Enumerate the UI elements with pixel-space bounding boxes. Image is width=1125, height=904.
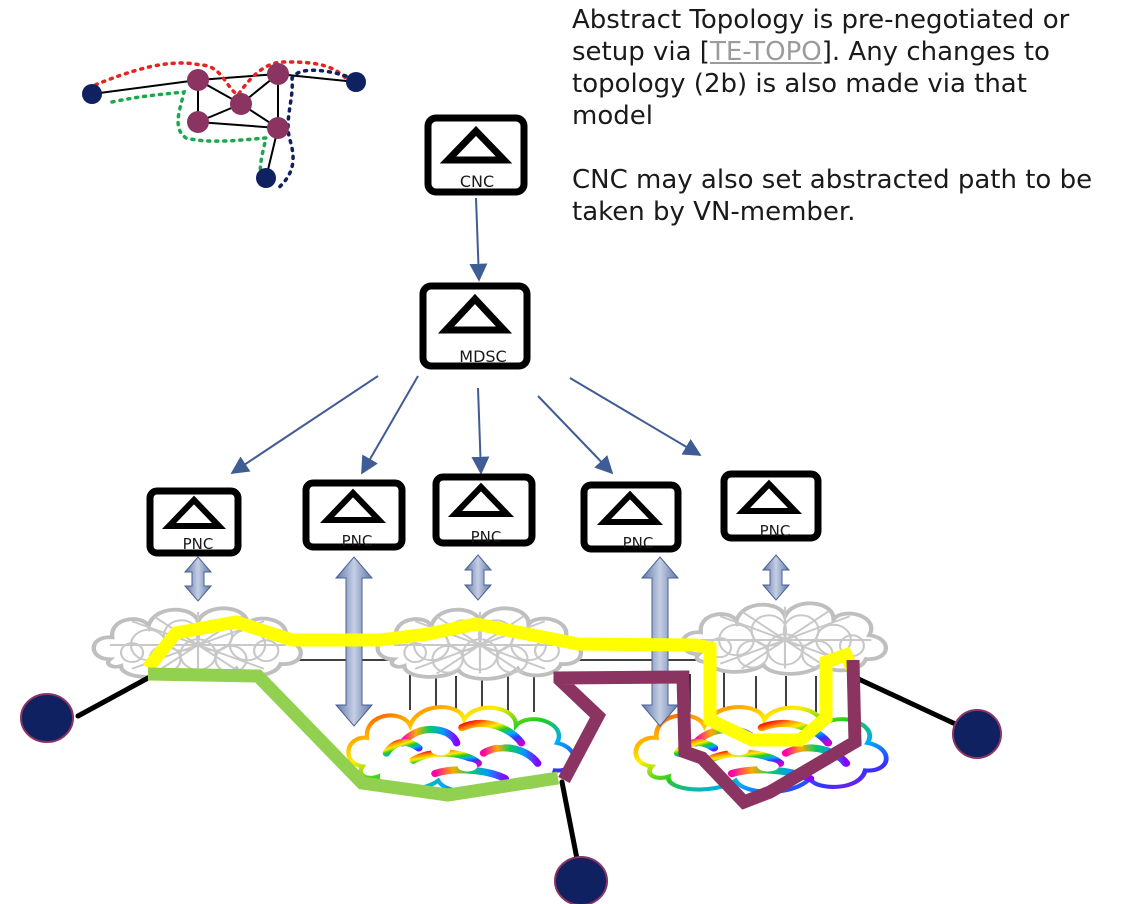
mini-topology [82,60,366,192]
pnc-controller: PNC [720,470,822,542]
cnc-controller: CNC [424,114,528,196]
mdsc-label: MDSC [459,347,506,366]
pnc-controller: PNC [302,479,406,551]
description-text-part: ]. Any changes to topology (2b) is also … [572,37,1050,131]
mdsc-to-pnc-arrow [569,377,702,456]
description-paragraph-1: Abstract Topology is pre-negotiated or s… [572,4,1112,132]
mini-core-node [267,63,289,85]
description-paragraph-2: CNC may also set abstracted path to be t… [572,165,1093,227]
pnc-controller: PNC [432,473,536,547]
control-arrows [230,197,702,475]
mini-core-node [187,111,209,133]
description-text-part: Abstract Topology is pre-negotiated or s… [572,5,1070,67]
pnc-label: PNC [342,532,373,550]
mdsc-to-pnc-arrow [471,387,490,475]
controller-triangle-icon [596,490,664,525]
controller-triangle-icon [161,495,227,529]
packet-domain-cloud [94,608,301,679]
blue-dotted-route [274,68,348,192]
pnc-label: PNC [623,534,654,552]
controller-triangle-icon [447,482,515,517]
green-path [147,667,559,802]
mdsc-to-pnc-arrow [361,375,419,475]
mini-topology-links [91,73,357,179]
te-topo-link[interactable]: TE-TOPO [709,37,822,67]
mini-core-node [230,93,252,115]
pnc-label: PNC [183,535,214,553]
pnc-label: PNC [471,528,502,546]
mdsc-to-pnc-arrow [230,375,379,474]
yellow-path [142,615,858,747]
pnc-domain-link [463,554,493,601]
controller-triangle-icon [319,488,387,523]
pnc-controller: PNC [580,481,682,553]
mdsc-to-pnc-arrow [537,395,614,475]
endpoint-node [554,856,608,904]
endpoint-node [20,693,74,743]
controller-triangle-icon [437,293,513,334]
mini-core-node [187,69,209,91]
cnc-label: CNC [460,172,494,191]
mdsc-controller: MDSC [419,282,531,370]
mini-endpoint-node [346,72,366,92]
purple-path [553,659,862,810]
description-text: Abstract Topology is pre-negotiated or s… [572,4,1112,228]
mini-endpoint-node [256,168,276,188]
green-dotted-route [110,90,269,184]
endpoint-node [952,709,1002,759]
pnc-domain-link [761,554,791,601]
domain-connectors [290,659,817,712]
mini-core-node [267,117,289,139]
controller-triangle-icon [735,479,803,514]
cnc-to-mdsc-arrow [469,197,488,282]
pnc-domain-link [183,556,213,602]
mini-endpoint-node [82,84,102,104]
pnc-label: PNC [760,522,791,540]
access-links [75,673,967,867]
controller-triangle-icon [439,125,513,164]
pnc-controller: PNC [146,487,242,557]
